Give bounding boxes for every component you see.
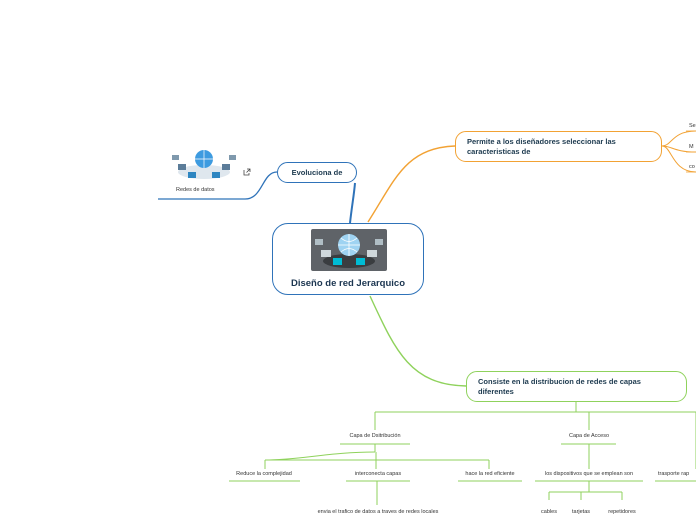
topic-consiste[interactable]: Consiste en la distribucion de redes de … — [466, 371, 687, 402]
subtopic-repetidores[interactable]: repetidores — [608, 509, 636, 515]
permite-child-1[interactable]: Se — [689, 123, 696, 129]
subtopic-reduce-complejidad[interactable]: Reduce la complejidad — [236, 471, 292, 477]
central-topic[interactable]: Diseño de red Jerarquico — [272, 223, 424, 295]
topic-permite[interactable]: Permite a los diseñadores seleccionar la… — [455, 131, 662, 162]
subtopic-trasporte[interactable]: trasporte rap — [658, 471, 690, 477]
network-globe-icon — [311, 229, 387, 271]
permite-child-2[interactable]: M — [689, 144, 694, 150]
subtopic-red-eficiente[interactable]: hace la red eficiente — [465, 471, 515, 477]
central-topic-title: Diseño de red Jerarquico — [290, 278, 406, 289]
external-link-icon[interactable] — [243, 168, 251, 176]
topic-evoluciona[interactable]: Evoluciona de — [277, 162, 357, 183]
subtopic-interconecta-capas[interactable]: interconecta capas — [354, 471, 402, 477]
subtopic-tarjetas[interactable]: tarjetas — [571, 509, 591, 515]
subtopic-dispositivos[interactable]: los dispositivos que se emplean son — [544, 471, 634, 477]
network-globe-icon — [172, 150, 236, 179]
subtopic-capa-distribucion[interactable]: Capa de Dsitribución — [349, 433, 401, 439]
subtopic-cables[interactable]: cables — [541, 509, 557, 515]
permite-child-3[interactable]: co — [689, 164, 695, 170]
subtopic-envia-trafico[interactable]: envia el trafico de datos a traves de re… — [317, 509, 439, 515]
subtopic-redes-de-datos[interactable]: Redes de datos — [176, 187, 215, 193]
subtopic-capa-acceso[interactable]: Capa de Acceso — [568, 433, 610, 439]
